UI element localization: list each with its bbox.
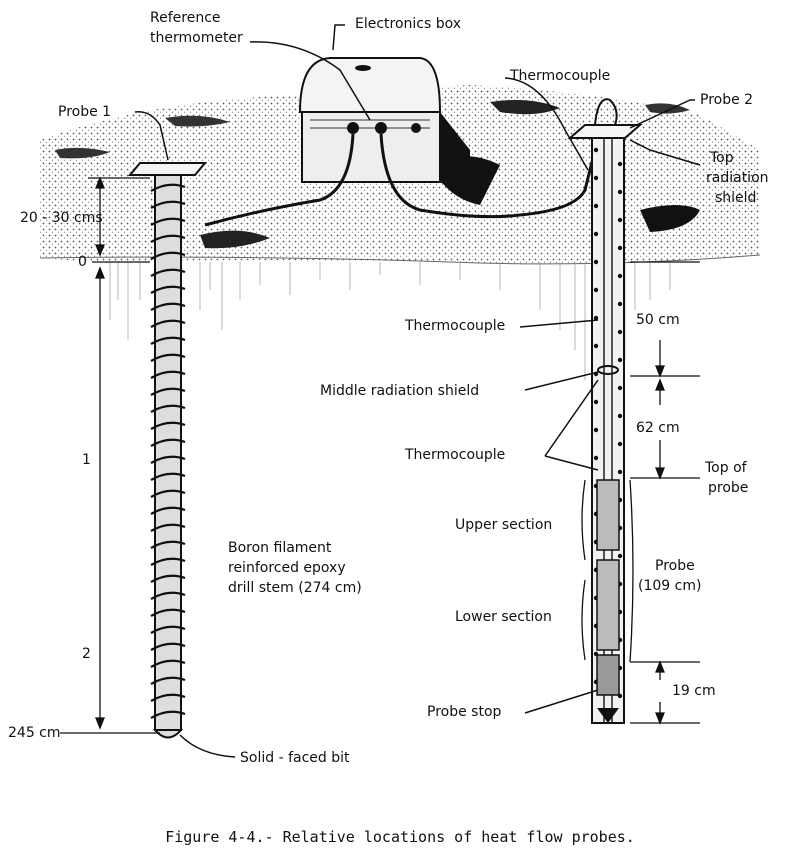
probe-bead	[617, 441, 623, 447]
drill-flight	[150, 404, 186, 413]
drill-flight	[150, 472, 186, 481]
label-depth-0: 0	[78, 254, 87, 270]
probe-1-drill-stem	[127, 162, 208, 739]
label-middle-radiation-shield: Middle radiation shield	[320, 383, 480, 399]
label-solid-faced-bit: Solid - faced bit	[240, 750, 350, 766]
probe-bead	[617, 245, 623, 251]
label-probe-1: Probe 1	[58, 104, 112, 120]
label-top-radiation-shield-3: shield	[715, 190, 757, 206]
probe-bead	[617, 329, 623, 335]
drill-flight	[150, 710, 186, 719]
drill-flight	[150, 234, 186, 243]
probe-bead	[593, 399, 599, 405]
probe-bead	[593, 175, 599, 181]
drill-flight	[150, 642, 186, 651]
probe-bead	[593, 427, 599, 433]
drill-flight	[150, 676, 186, 685]
label-thermocouple-lower: Thermocouple	[405, 447, 506, 463]
drill-flight	[150, 659, 186, 668]
label-depth-2: 2	[82, 646, 91, 662]
probe-bead	[617, 553, 623, 559]
probe-bead	[617, 301, 623, 307]
probe-bead	[593, 315, 599, 321]
probe-bead	[617, 357, 623, 363]
label-drill-stem-2: reinforced epoxy	[228, 560, 346, 576]
probe-bead	[593, 203, 599, 209]
label-top-radiation-shield-1: Top	[710, 150, 734, 166]
drill-flight	[150, 336, 186, 345]
probe-bead	[617, 413, 623, 419]
drill-flight	[150, 200, 186, 209]
label-probe-length-1: Probe	[655, 558, 695, 574]
probe-bead	[617, 217, 623, 223]
drill-flight	[150, 693, 186, 702]
label-drill-stem-3: drill stem (274 cm)	[228, 580, 362, 596]
probe-bead	[593, 455, 599, 461]
label-drill-stem-1: Boron filament	[228, 540, 332, 556]
electronics-box	[298, 57, 470, 200]
probe-bead	[593, 343, 599, 349]
drill-flight	[150, 268, 186, 277]
figure-caption: Figure 4-4.- Relative locations of heat …	[165, 828, 635, 846]
drill-flight	[150, 574, 186, 583]
drill-flight	[150, 506, 186, 515]
probe-bead	[617, 161, 623, 167]
label-thermocouple-middle: Thermocouple	[405, 318, 506, 334]
drill-flight	[150, 625, 186, 634]
probe-bead	[617, 189, 623, 195]
drill-flight	[150, 217, 186, 226]
probe-bead	[593, 287, 599, 293]
label-depth-20-30: 20 - 30 cms	[20, 210, 103, 226]
drill-flight	[150, 540, 186, 549]
depth-scale-probe-1	[60, 176, 160, 734]
drill-flight	[150, 251, 186, 260]
drill-flight	[150, 319, 186, 328]
leader-lines	[134, 24, 701, 758]
drill-flight	[150, 302, 186, 311]
probe-bead	[617, 273, 623, 279]
probe-bead	[593, 231, 599, 237]
drill-flight	[150, 557, 186, 566]
label-probe-stop: Probe stop	[427, 704, 502, 720]
label-probe-2: Probe 2	[700, 92, 754, 108]
probe-bead	[593, 259, 599, 265]
label-upper-section: Upper section	[455, 517, 553, 533]
cables	[204, 133, 597, 227]
drill-flight	[150, 353, 186, 362]
label-top-radiation-shield-2: radiation	[706, 170, 769, 186]
drill-flight	[150, 183, 186, 192]
drill-flight	[150, 438, 186, 447]
subsurface-hatching	[109, 262, 671, 380]
label-top-of-probe-2: probe	[708, 480, 749, 496]
label-reference-thermometer-1: Reference	[150, 10, 221, 26]
drill-flight	[150, 608, 186, 617]
drill-flight	[150, 455, 186, 464]
label-thermocouple-top: Thermocouple	[510, 68, 611, 84]
probe-bead	[617, 469, 623, 475]
label-top-of-probe-1: Top of	[705, 460, 747, 476]
probe-bead	[593, 147, 599, 153]
drill-flight	[150, 523, 186, 532]
label-dim-19: 19 cm	[672, 683, 716, 699]
label-reference-thermometer-2: thermometer	[150, 30, 243, 46]
label-depth-245: 245 cm	[8, 725, 61, 741]
probe-2	[567, 98, 643, 724]
label-dim-50: 50 cm	[636, 312, 680, 328]
label-lower-section: Lower section	[455, 609, 552, 625]
probe-bead	[617, 385, 623, 391]
drill-flight	[150, 421, 186, 430]
drill-flight	[150, 370, 186, 379]
label-dim-62: 62 cm	[636, 420, 680, 436]
drill-flight	[150, 591, 186, 600]
label-depth-1: 1	[82, 452, 91, 468]
drill-flight	[150, 387, 186, 396]
drill-flight	[150, 285, 186, 294]
label-probe-length-2: (109 cm)	[638, 578, 702, 594]
drill-flight	[150, 489, 186, 498]
label-electronics-box: Electronics box	[355, 16, 462, 32]
depth-scale-probe-2	[581, 261, 700, 725]
